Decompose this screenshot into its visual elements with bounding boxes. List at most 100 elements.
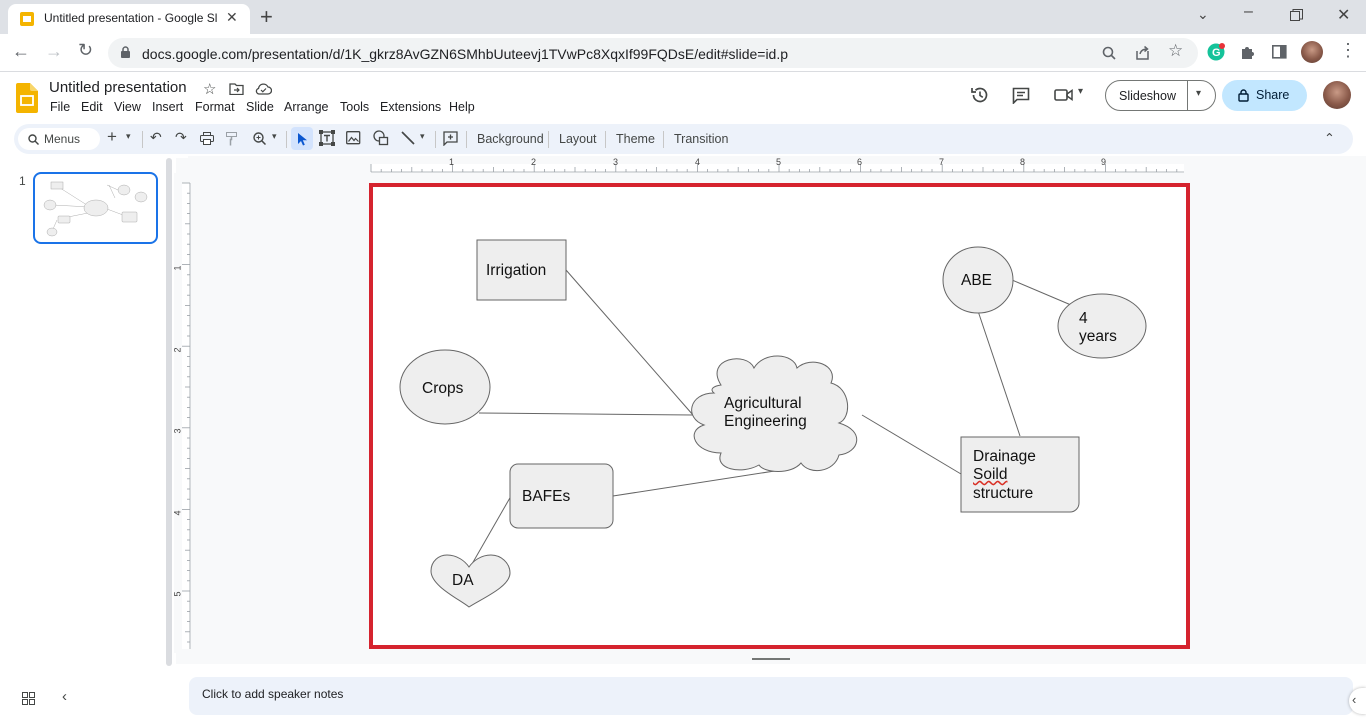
add-comment-icon[interactable]	[443, 131, 458, 146]
line-tool-icon[interactable]	[401, 131, 415, 145]
menu-extensions[interactable]: Extensions	[380, 100, 442, 114]
zoom-dropdown-icon[interactable]: ▾	[272, 131, 277, 141]
menu-edit[interactable]: Edit	[81, 100, 103, 114]
slideshow-button[interactable]: Slideshow	[1119, 89, 1176, 103]
slideshow-options-icon[interactable]: ▾	[1196, 88, 1202, 99]
forward-icon[interactable]: →	[45, 41, 63, 61]
svg-text:G: G	[1212, 47, 1221, 59]
menu-slide[interactable]: Slide	[246, 100, 274, 114]
agricultural-engineering-cloud[interactable]	[691, 355, 858, 472]
drainage-text-line3: structure	[973, 485, 1034, 502]
minimize-icon[interactable]: –	[1244, 3, 1253, 20]
share-label: Share	[1256, 88, 1290, 102]
side-panel-toggle[interactable]: ‹	[1349, 688, 1366, 714]
slide-diagram	[399, 239, 1147, 608]
menu-arrange[interactable]: Arrange	[284, 100, 329, 114]
tab-close-icon[interactable]: ✕	[226, 9, 238, 25]
da-heart[interactable]	[430, 554, 511, 608]
irrigation-box[interactable]	[476, 239, 567, 301]
crops-oval[interactable]	[399, 349, 491, 425]
search-menus-input[interactable]: Menus	[18, 128, 100, 150]
insert-image-icon[interactable]	[346, 131, 361, 145]
slide-thumbnail[interactable]	[33, 172, 158, 244]
menu-insert[interactable]: Insert	[152, 100, 184, 114]
reload-icon[interactable]: ↻	[78, 40, 94, 60]
transition-button[interactable]: Transition	[674, 132, 729, 146]
restore-icon[interactable]	[1290, 9, 1303, 22]
menu-file[interactable]: File	[50, 100, 71, 114]
grammarly-extension-icon[interactable]: G	[1207, 43, 1225, 61]
extensions-puzzle-icon[interactable]	[1240, 44, 1256, 60]
window-close-icon[interactable]: ✕	[1337, 7, 1351, 24]
background-button[interactable]: Background	[477, 132, 544, 146]
connector-abe-years[interactable]	[1011, 279, 1072, 306]
years-oval[interactable]	[1057, 293, 1147, 359]
collapse-toolbar-icon[interactable]: ⌄	[1324, 130, 1335, 145]
move-folder-icon[interactable]	[229, 82, 244, 95]
profile-avatar[interactable]	[1301, 41, 1323, 63]
text-box-icon[interactable]	[319, 130, 335, 146]
speaker-notes[interactable]: Click to add speaker notes	[189, 677, 1353, 715]
new-slide-icon[interactable]: +	[107, 127, 117, 146]
undo-icon[interactable]: ↶	[150, 129, 162, 145]
toolbar-separator	[663, 131, 664, 148]
connector-agri-drainage[interactable]	[861, 414, 962, 475]
meet-camera-icon[interactable]	[1054, 88, 1074, 102]
bafes-box[interactable]	[509, 463, 614, 529]
speaker-notes-placeholder: Click to add speaker notes	[202, 687, 344, 701]
menu-view[interactable]: View	[114, 100, 141, 114]
toolbar-separator	[548, 131, 549, 148]
v-ruler-label-1: 1	[172, 265, 183, 271]
redo-icon[interactable]: ↷	[175, 129, 187, 145]
v-ruler-label-4: 4	[172, 510, 183, 516]
account-avatar[interactable]	[1323, 81, 1351, 109]
meet-dropdown-icon[interactable]: ▾	[1078, 86, 1084, 97]
connector-bafes-agri[interactable]	[612, 469, 782, 497]
tab-search-chevron-icon[interactable]: ⌄	[1197, 6, 1209, 22]
notes-resize-handle[interactable]	[752, 658, 790, 660]
connector-abe-drainage[interactable]	[977, 310, 1021, 437]
years-text-line1: 4	[1079, 310, 1088, 327]
browser-menu-icon[interactable]: ⋮	[1339, 40, 1357, 60]
drainage-text-line1: Drainage	[973, 448, 1036, 465]
star-icon[interactable]: ☆	[203, 81, 217, 98]
grid-view-icon[interactable]	[22, 692, 35, 705]
zoom-icon[interactable]	[253, 132, 266, 145]
connector-bafes-da[interactable]	[471, 495, 512, 565]
share-page-icon[interactable]	[1135, 45, 1151, 61]
toolbar-separator	[435, 131, 436, 148]
editing-toolbar: Menus + ▾ ↶ ↷ ▾ ▾ Background Layout Them…	[14, 124, 1353, 154]
shape-icon[interactable]	[373, 130, 389, 146]
line-dropdown-icon[interactable]: ▾	[420, 131, 425, 141]
new-tab-icon[interactable]: +	[260, 4, 273, 29]
menu-help[interactable]: Help	[449, 100, 475, 114]
document-title[interactable]: Untitled presentation	[49, 79, 187, 96]
share-button[interactable]: Share	[1222, 80, 1307, 111]
side-panel-icon[interactable]	[1272, 45, 1287, 59]
filmstrip-scrollbar[interactable]	[166, 158, 172, 666]
select-tool-button[interactable]	[291, 127, 313, 150]
menu-format[interactable]: Format	[195, 100, 235, 114]
back-icon[interactable]: ←	[12, 41, 30, 61]
connector-crops-agri[interactable]	[478, 412, 694, 416]
connector-irrigation-agri[interactable]	[565, 269, 694, 416]
collapse-filmstrip-icon[interactable]: ‹	[62, 688, 67, 705]
toolbar-separator	[605, 131, 606, 148]
menu-tools[interactable]: Tools	[340, 100, 370, 114]
print-icon[interactable]	[200, 132, 214, 145]
layout-button[interactable]: Layout	[559, 132, 597, 146]
abe-oval[interactable]	[942, 246, 1014, 314]
irrigation-text: Irrigation	[486, 262, 547, 279]
new-slide-dropdown-icon[interactable]: ▾	[126, 131, 131, 141]
drainage-box[interactable]	[960, 436, 1080, 513]
comments-icon[interactable]	[1012, 87, 1030, 104]
theme-button[interactable]: Theme	[616, 132, 655, 146]
bookmark-star-icon[interactable]: ☆	[1168, 41, 1184, 60]
slides-logo-icon[interactable]	[16, 83, 38, 113]
zoom-page-icon[interactable]	[1102, 46, 1116, 60]
browser-tab[interactable]: Untitled presentation - Google Sl ✕	[8, 4, 250, 34]
search-icon	[28, 134, 39, 145]
omnibox[interactable]: docs.google.com/presentation/d/1K_gkrz8A…	[108, 38, 1198, 68]
version-history-icon[interactable]	[970, 86, 989, 104]
paint-format-icon[interactable]	[226, 132, 238, 146]
